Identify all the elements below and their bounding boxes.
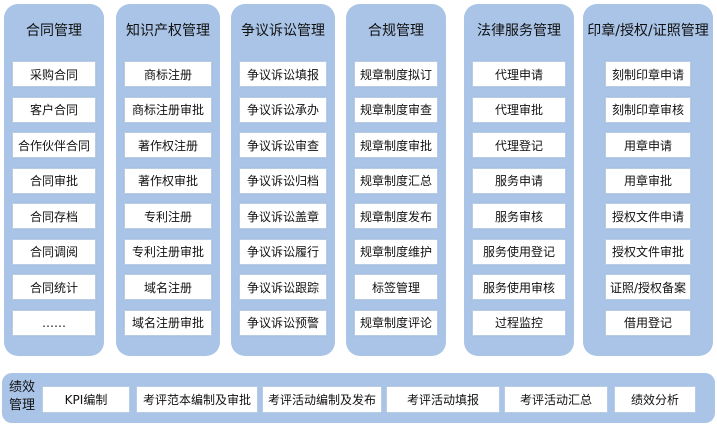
module-item[interactable]: 用章审批 — [605, 167, 691, 194]
module-item[interactable]: 合同审批 — [12, 167, 96, 194]
legal-service-column: 法律服务管理 代理申请 代理审批 代理登记 服务申请 服务审核 服务使用登记 服… — [464, 4, 574, 356]
module-item[interactable]: 刻制印章申请 — [605, 61, 691, 87]
module-item[interactable]: 合同统计 — [12, 274, 96, 300]
compliance-column: 合规管理 规章制度拟订 规章制度审查 规章制度审批 规章制度汇总 规章制度发布 … — [346, 4, 446, 356]
module-item[interactable]: 用章申请 — [605, 132, 691, 158]
module-item[interactable]: 服务使用审核 — [472, 274, 566, 300]
module-item[interactable]: 规章制度审批 — [354, 132, 438, 158]
contract-management-column: 合同管理 采购合同 客户合同 合作伙伴合同 合同审批 合同存档 合同调阅 合同统… — [4, 4, 104, 356]
module-item[interactable]: 合作伙伴合同 — [12, 132, 96, 158]
module-item[interactable]: 刻制印章审核 — [605, 96, 691, 123]
module-item[interactable]: 规章制度维护 — [354, 238, 438, 265]
module-item[interactable]: 专利注册审批 — [124, 238, 212, 265]
module-item[interactable]: 客户合同 — [12, 96, 96, 123]
performance-item[interactable]: 考评活动填报 — [386, 386, 500, 413]
module-item[interactable]: 域名注册 — [124, 274, 212, 300]
module-item[interactable]: 争议诉讼审查 — [239, 132, 327, 158]
module-item[interactable]: 服务申请 — [472, 167, 566, 194]
module-item[interactable]: 争议诉讼跟踪 — [239, 274, 327, 300]
module-item[interactable]: 商标注册 — [124, 61, 212, 87]
module-item[interactable]: 代理审批 — [472, 96, 566, 123]
module-item[interactable]: 争议诉讼填报 — [239, 61, 327, 87]
column-title: 印章/授权/证照管理 — [587, 23, 709, 39]
performance-item[interactable]: 考评范本编制及审批 — [136, 386, 258, 413]
module-item[interactable]: 代理申请 — [472, 61, 566, 87]
module-item[interactable]: 授权文件申请 — [605, 203, 691, 229]
module-item[interactable]: 争议诉讼承办 — [239, 96, 327, 123]
column-title: 法律服务管理 — [477, 23, 561, 39]
module-item[interactable]: 合同存档 — [12, 203, 96, 229]
module-item[interactable]: 规章制度审查 — [354, 96, 438, 123]
column-title: 知识产权管理 — [126, 23, 210, 39]
module-item[interactable]: 规章制度拟订 — [354, 61, 438, 87]
module-item[interactable]: 著作权审批 — [124, 167, 212, 194]
module-item[interactable]: 标签管理 — [354, 274, 438, 300]
column-title: 合规管理 — [368, 23, 424, 39]
module-item[interactable]: 合同调阅 — [12, 238, 96, 265]
module-item[interactable]: 争议诉讼预警 — [239, 309, 327, 336]
performance-item[interactable]: 考评活动汇总 — [504, 386, 608, 413]
performance-item[interactable]: 考评活动编制及发布 — [262, 386, 382, 413]
kpi-item[interactable]: KPI编制 — [42, 386, 130, 413]
performance-management-band: 绩效 管理 KPI编制 考评范本编制及审批 考评活动编制及发布 考评活动填报 考… — [2, 373, 715, 423]
module-item[interactable]: 著作权注册 — [124, 132, 212, 158]
seal-license-column: 印章/授权/证照管理 刻制印章申请 刻制印章审核 用章申请 用章审批 授权文件申… — [583, 4, 713, 356]
module-item[interactable]: 争议诉讼盖章 — [239, 203, 327, 229]
dispute-litigation-column: 争议诉讼管理 争议诉讼填报 争议诉讼承办 争议诉讼审查 争议诉讼归档 争议诉讼盖… — [231, 4, 335, 356]
module-item[interactable]: 代理登记 — [472, 132, 566, 158]
performance-item[interactable]: 绩效分析 — [614, 386, 696, 413]
module-item-more[interactable]: …… — [12, 309, 96, 336]
performance-title-line: 绩效 — [8, 380, 35, 395]
module-item[interactable]: 采购合同 — [12, 61, 96, 87]
ip-management-column: 知识产权管理 商标注册 商标注册审批 著作权注册 著作权审批 专利注册 专利注册… — [116, 4, 220, 356]
module-item[interactable]: 争议诉讼履行 — [239, 238, 327, 265]
column-title: 争议诉讼管理 — [241, 23, 325, 39]
module-item[interactable]: 授权文件审批 — [605, 238, 691, 265]
module-item[interactable]: 借用登记 — [605, 309, 691, 336]
column-title: 合同管理 — [26, 23, 82, 39]
performance-title-line: 管理 — [8, 398, 35, 413]
performance-title: 绩效 管理 — [8, 379, 36, 415]
module-item[interactable]: 争议诉讼归档 — [239, 167, 327, 194]
module-item[interactable]: 商标注册审批 — [124, 96, 212, 123]
module-item[interactable]: 过程监控 — [472, 309, 566, 336]
module-item[interactable]: 规章制度汇总 — [354, 167, 438, 194]
module-item[interactable]: 服务审核 — [472, 203, 566, 229]
module-item[interactable]: 规章制度评论 — [354, 309, 438, 336]
module-item[interactable]: 域名注册审批 — [124, 309, 212, 336]
module-item[interactable]: 规章制度发布 — [354, 203, 438, 229]
module-item[interactable]: 服务使用登记 — [472, 238, 566, 265]
module-item[interactable]: 专利注册 — [124, 203, 212, 229]
module-item[interactable]: 证照/授权备案 — [605, 274, 691, 300]
